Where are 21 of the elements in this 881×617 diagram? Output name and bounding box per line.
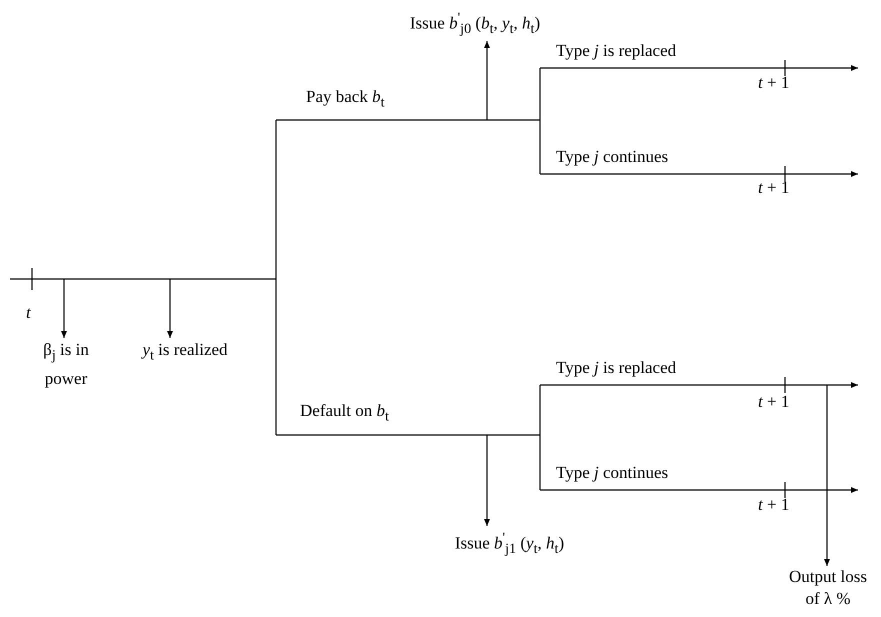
arrow [824, 385, 830, 566]
arrow [484, 435, 490, 526]
outcome-label: Type j is replaced [556, 40, 676, 62]
branch-label: Pay back b$_{t}$ [306, 86, 385, 112]
event-text: y$_{t}$ is realized [110, 338, 260, 368]
time-label: t + 1 [758, 72, 790, 94]
arrow [484, 41, 490, 120]
arrow [167, 279, 173, 338]
event-text: β$_{j}$ is in power [22, 338, 110, 392]
outcome-label: Type j continues [556, 146, 668, 168]
event-text: Issue b$^{'}$$_{j1}$ (y$_{t}$, h$_{t}$) [412, 526, 607, 562]
arrow [61, 279, 67, 338]
event-text: Issue b$^{'}$$_{j0}$ (b$_{t}$, y$_{t}$, h$_{t}$) [380, 6, 570, 42]
time-label: t [26, 302, 31, 324]
event-text: Output loss of λ % [782, 566, 874, 610]
time-label: t + 1 [758, 391, 790, 413]
outcome-label: Type j is replaced [556, 357, 676, 379]
time-label: t + 1 [758, 177, 790, 199]
branch-label: Default on b$_{t}$ [300, 400, 389, 426]
outcome-label: Type j continues [556, 462, 668, 484]
time-label: t + 1 [758, 494, 790, 516]
